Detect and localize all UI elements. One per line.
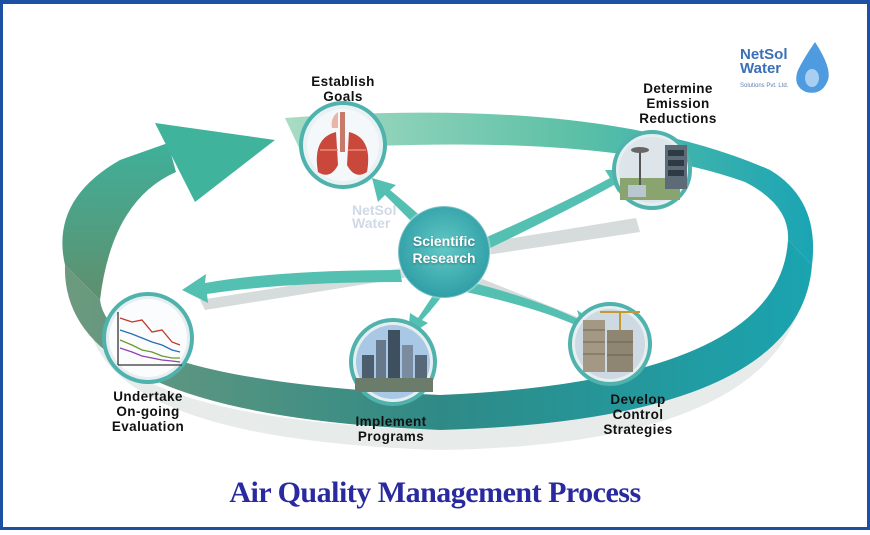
center-label-line-1: Scientific (412, 233, 476, 249)
ring-left-band (62, 143, 177, 300)
watermark: NetSol Water (352, 202, 397, 231)
trend-chart-icon (117, 312, 182, 366)
cycle-arrow-head (155, 123, 275, 202)
watermark-line-2: Water (352, 215, 391, 231)
node-implement-programs (349, 318, 437, 406)
spoke-to-evaluation (182, 270, 402, 303)
node-undertake-evaluation (102, 292, 194, 384)
label-develop-control-line-2: Control (612, 407, 664, 422)
page-title: Air Quality Management Process (229, 476, 641, 509)
label-establish-goals: Establish Goals (296, 74, 390, 104)
label-develop-control-line-3: Strategies (603, 422, 673, 437)
label-establish-goals-line-1: Establish (311, 74, 375, 89)
label-develop-control-line-1: Develop (610, 392, 666, 407)
node-develop-control (568, 302, 652, 386)
brand-logo: NetSol Water Solutions Pvt. Ltd. (740, 46, 830, 93)
node-establish-goals (299, 101, 387, 189)
center-circle (398, 206, 490, 298)
spoke-to-control (466, 282, 600, 332)
label-determine-emission-line-2: Emission (646, 96, 710, 111)
monitoring-station-icon (620, 145, 687, 200)
brand-name-line-2: Water (740, 60, 782, 77)
spoke-shadow-right (440, 218, 640, 262)
center-circle-ring (397, 205, 491, 299)
label-determine-emission-line-3: Reductions (639, 111, 717, 126)
node-determine-emission (612, 130, 692, 210)
brand-tagline: Solutions Pvt. Ltd. (740, 83, 789, 89)
center-label-line-2: Research (412, 250, 476, 266)
watermark-line-1: NetSol (352, 202, 397, 218)
label-determine-emission: Determine Emission Reductions (618, 81, 738, 126)
brand-name-line-1: NetSol (740, 46, 788, 63)
label-undertake-evaluation: Undertake On-going Evaluation (88, 389, 208, 434)
spoke-to-implement (408, 285, 448, 336)
label-undertake-evaluation-line-1: Undertake (113, 389, 183, 404)
label-develop-control: Develop Control Strategies (578, 392, 698, 437)
spoke-to-emission (480, 170, 632, 250)
label-establish-goals-line-2: Goals (323, 89, 363, 104)
label-undertake-evaluation-line-3: Evaluation (111, 419, 185, 434)
label-determine-emission-line-1: Determine (643, 81, 713, 96)
label-implement-programs: Implement Programs (336, 414, 446, 444)
brand-droplet-icon (796, 42, 829, 93)
center-label: Scientific Research (387, 233, 501, 267)
label-undertake-evaluation-line-2: On-going (116, 404, 180, 419)
city-skyline-icon (355, 330, 433, 392)
lungs-icon (316, 112, 369, 175)
label-implement-programs-line-2: Programs (357, 429, 425, 444)
spokes (182, 170, 632, 336)
label-implement-programs-line-1: Implement (355, 414, 427, 429)
construction-site-icon (583, 311, 640, 372)
